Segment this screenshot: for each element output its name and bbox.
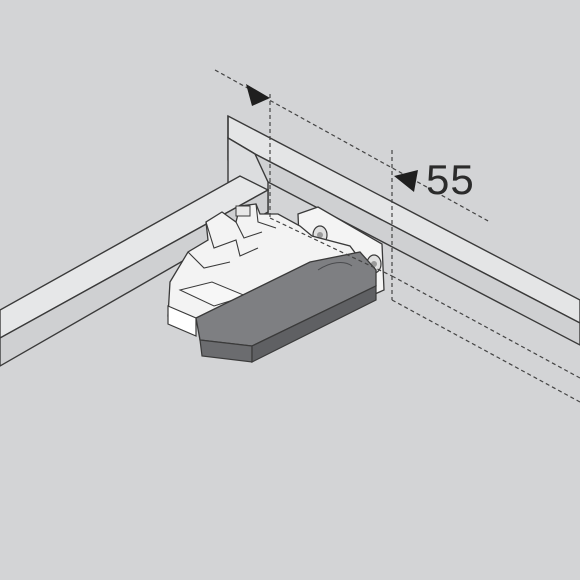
arrow-down-left-icon xyxy=(394,170,418,192)
back-panel xyxy=(227,114,580,346)
side-panel xyxy=(0,175,270,367)
dimension-value-label: 55 xyxy=(426,156,475,203)
arrow-down-right-icon xyxy=(246,84,270,106)
hinge-cover xyxy=(195,251,377,363)
